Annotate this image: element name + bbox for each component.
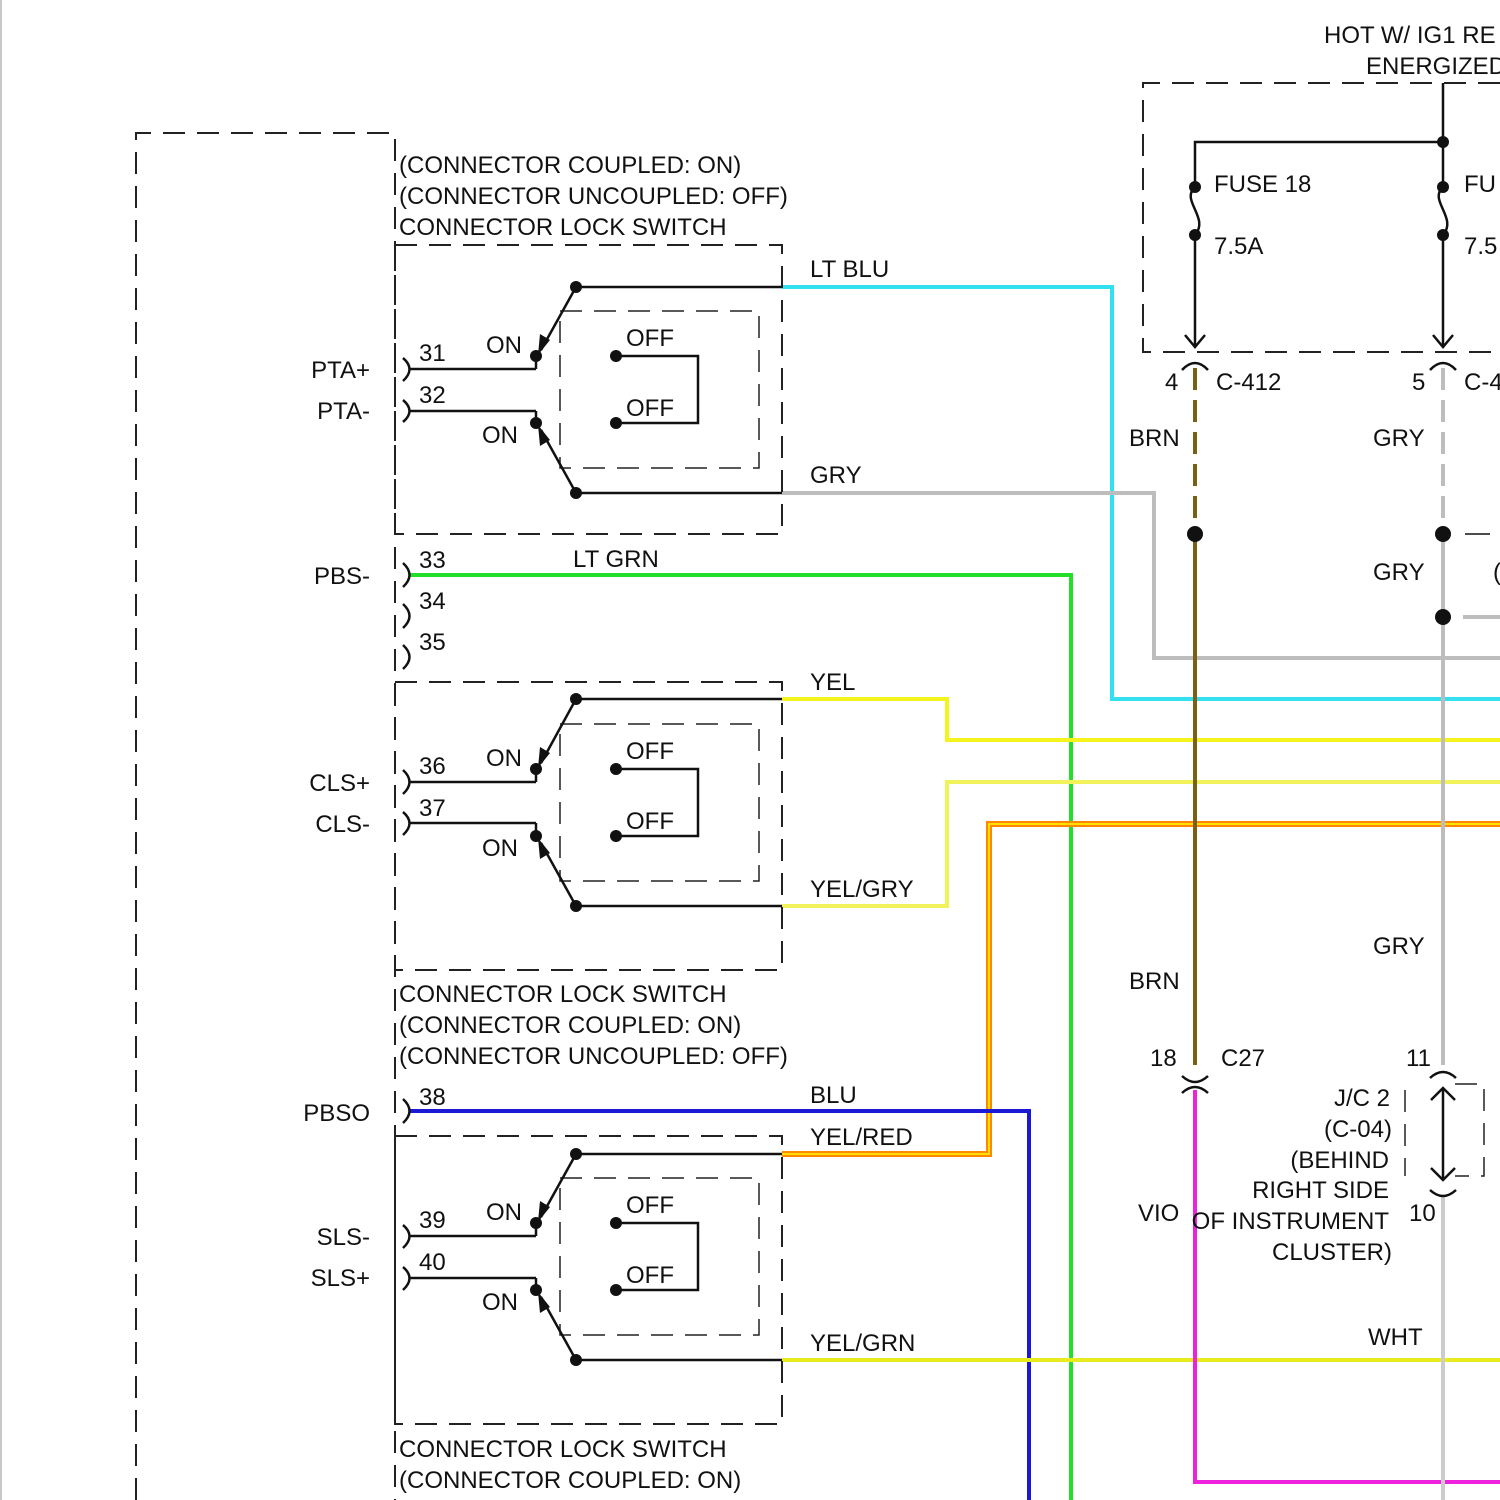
switch-pta-on-b: ON (482, 422, 518, 449)
c412-pin: 4 (1165, 369, 1178, 396)
wires (410, 287, 1500, 1500)
switch-pta-contacts (410, 281, 782, 499)
wire-label-brn-2: BRN (1129, 968, 1180, 995)
fuse18-name: FUSE 18 (1214, 171, 1311, 198)
jc2-line-6: CLUSTER) (1272, 1239, 1392, 1266)
switch-sls-title: CONNECTOR LOCK SWITCH (399, 1436, 727, 1463)
switch-pta-coupled: (CONNECTOR COUPLED: ON) (399, 152, 741, 179)
switch-cls-title: CONNECTOR LOCK SWITCH (399, 981, 727, 1008)
switch-sls-coupled: (CONNECTOR COUPLED: ON) (399, 1467, 741, 1494)
switch-sls-on-b: ON (482, 1289, 518, 1316)
wire-label-gry-partial: ( (1493, 559, 1500, 586)
switch-cls-off-b: OFF (626, 808, 674, 835)
pin-33: 33 (419, 547, 446, 574)
pin-32: 32 (419, 382, 446, 409)
jc2-symbol (1405, 1072, 1484, 1196)
terminal-pbso: PBSO (303, 1100, 370, 1127)
terminal-cls-plus: CLS+ (309, 770, 370, 797)
switch-cls-coupled: (CONNECTOR COUPLED: ON) (399, 1012, 741, 1039)
switch-sls-contacts (410, 1148, 782, 1366)
c27-connector-label: C27 (1221, 1045, 1265, 1072)
jc2-line-1: J/C 2 (1334, 1085, 1390, 1112)
terminal-pta-plus: PTA+ (311, 357, 370, 384)
c412-connector: C-412 (1216, 369, 1281, 396)
wire-label-gry-2: GRY (1373, 559, 1425, 586)
wire-label-yel: YEL (810, 669, 855, 696)
switch-sls-frame (395, 1136, 782, 1424)
wire-label-gry: GRY (810, 462, 862, 489)
switch-cls-on-b: ON (482, 835, 518, 862)
wire-label-gry-3: GRY (1373, 933, 1425, 960)
wire-label-vio: VIO (1138, 1200, 1179, 1227)
switch-pta-uncoupled: (CONNECTOR UNCOUPLED: OFF) (399, 183, 788, 210)
switch-cls-on-a: ON (486, 745, 522, 772)
wire-label-yel-red: YEL/RED (810, 1124, 913, 1151)
pin-40: 40 (419, 1249, 446, 1276)
fuse18-rating: 7.5A (1214, 233, 1263, 260)
pin-36: 36 (419, 753, 446, 780)
jc2-line-3: (BEHIND (1290, 1147, 1389, 1174)
switch-pta-off-a: OFF (626, 325, 674, 352)
jc2-line-4: RIGHT SIDE (1252, 1177, 1389, 1204)
wire-label-lt-grn: LT GRN (573, 546, 659, 573)
pin-38: 38 (419, 1084, 446, 1111)
switch-sls-on-a: ON (486, 1199, 522, 1226)
switch-sls-off-a: OFF (626, 1192, 674, 1219)
pin-37: 37 (419, 795, 446, 822)
wire-yel (782, 699, 1500, 740)
wire-label-yel-grn: YEL/GRN (810, 1330, 915, 1357)
switch-cls-off-a: OFF (626, 738, 674, 765)
header-line-1: HOT W/ IG1 RE (1324, 22, 1496, 49)
switch-pta-off-b: OFF (626, 395, 674, 422)
switch-cls-frame (395, 682, 782, 970)
terminal-pta-minus: PTA- (317, 398, 370, 425)
wire-label-lt-blu: LT BLU (810, 256, 889, 283)
pin-35: 35 (419, 629, 446, 656)
switch-sls-off-b: OFF (626, 1262, 674, 1289)
switch-cls-uncoupled: (CONNECTOR UNCOUPLED: OFF) (399, 1043, 788, 1070)
pin-34: 34 (419, 588, 446, 615)
fuse-right-name: FU (1464, 171, 1496, 198)
jc2-line-2: (C-04) (1324, 1116, 1392, 1143)
switch-pta-frame (395, 245, 782, 534)
switch-pta-title: CONNECTOR LOCK SWITCH (399, 214, 727, 241)
pin-31: 31 (419, 340, 446, 367)
jc2-pin-bottom: 10 (1409, 1200, 1436, 1227)
terminal-pbs-minus: PBS- (314, 563, 370, 590)
fuse-box-internals (1182, 83, 1456, 370)
jc2-line-5: OF INSTRUMENT (1192, 1208, 1390, 1235)
c27-pin: 18 (1150, 1045, 1177, 1072)
wire-label-wht: WHT (1368, 1324, 1423, 1351)
c4-connector: C-4 (1464, 369, 1500, 396)
terminal-sls-plus: SLS+ (311, 1265, 370, 1292)
terminal-cls-minus: CLS- (315, 811, 370, 838)
wire-label-brn-1: BRN (1129, 425, 1180, 452)
jc2-pin-top: 11 (1406, 1045, 1431, 1072)
wire-label-gry-1: GRY (1373, 425, 1425, 452)
header-line-2: ENERGIZED (1366, 53, 1500, 80)
pin-symbols (403, 358, 410, 1290)
switch-pta-on-a: ON (486, 332, 522, 359)
c4-pin: 5 (1412, 369, 1425, 396)
terminal-sls-minus: SLS- (317, 1224, 370, 1251)
wire-label-blu: BLU (810, 1082, 857, 1109)
switch-cls-contacts (410, 693, 782, 912)
pin-39: 39 (419, 1207, 446, 1234)
wire-label-yel-gry: YEL/GRY (810, 876, 914, 903)
fuse-right-rating: 7.5 (1464, 233, 1497, 260)
